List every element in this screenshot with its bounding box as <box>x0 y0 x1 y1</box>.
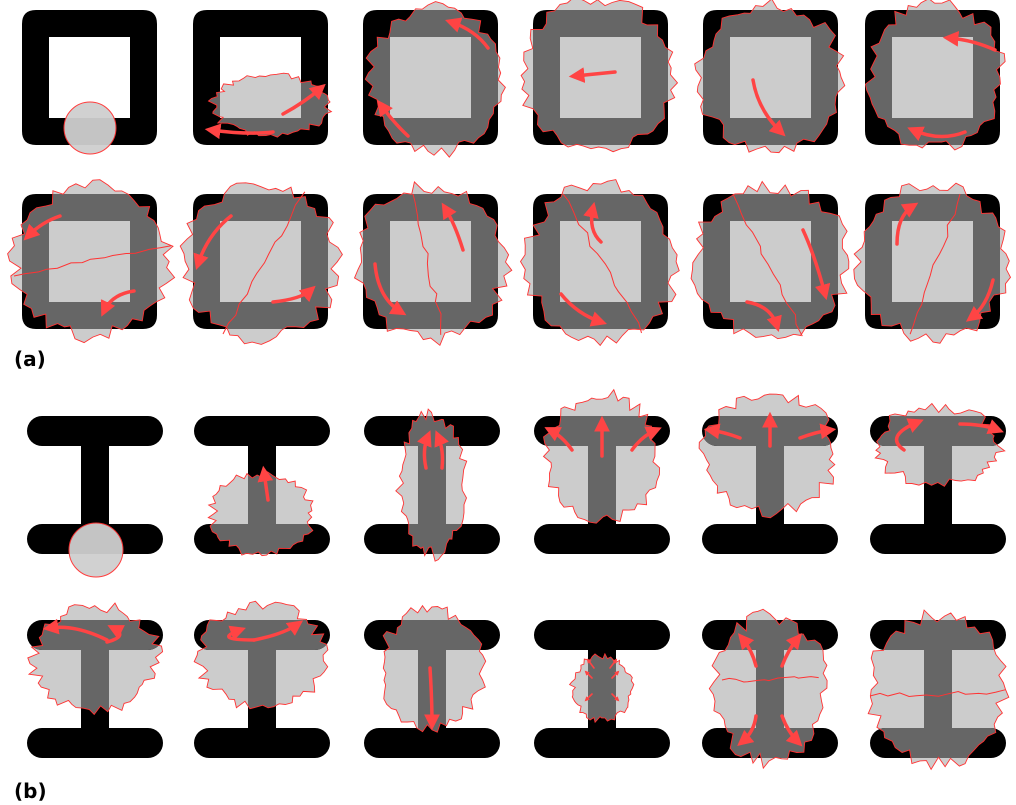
wet-web <box>924 648 952 730</box>
solid-top-flange <box>534 620 670 650</box>
frame-a-11 <box>691 182 849 339</box>
frame-a-2 <box>193 10 331 145</box>
frame-b-10 <box>534 620 670 758</box>
frame-a-7 <box>8 180 175 343</box>
filled-void <box>730 37 811 118</box>
solid-top-flange <box>194 416 330 446</box>
panel-a <box>8 0 1011 345</box>
filled-void <box>730 221 811 302</box>
frame-b-6 <box>870 404 1006 554</box>
source-droplet <box>64 102 116 154</box>
frame-b-9 <box>364 606 500 758</box>
frame-a-12 <box>854 183 1011 343</box>
panel-b <box>27 390 1009 770</box>
frame-b-3 <box>364 409 500 561</box>
solid-bottom-flange <box>534 524 670 554</box>
solid-top-flange <box>27 416 163 446</box>
frame-b-8 <box>194 601 330 758</box>
wet-web <box>756 648 784 730</box>
source-droplet <box>69 523 123 577</box>
frame-b-2 <box>194 416 330 556</box>
solid-bottom-flange <box>27 728 163 758</box>
frame-a-6 <box>865 0 1005 150</box>
filled-void <box>560 221 641 302</box>
frame-a-3 <box>363 2 505 158</box>
solid-bottom-flange <box>534 728 670 758</box>
solid-bottom-flange <box>194 728 330 758</box>
frame-a-9 <box>355 182 512 345</box>
filled-void <box>49 221 130 302</box>
panel-label-a: (a) <box>14 347 46 371</box>
frame-a-1 <box>22 10 157 154</box>
filled-void <box>892 221 973 302</box>
frame-b-5 <box>699 394 838 554</box>
filled-void <box>220 221 301 302</box>
frame-b-4 <box>534 390 670 554</box>
frame-a-8 <box>180 183 342 345</box>
panel-label-b: (b) <box>14 779 47 803</box>
frame-a-5 <box>695 0 845 153</box>
frame-a-4 <box>521 0 677 152</box>
solid-bottom-flange <box>364 728 500 758</box>
solid-bottom-flange <box>870 524 1006 554</box>
frame-b-12 <box>868 610 1009 769</box>
solid-web <box>81 444 109 526</box>
frame-b-1 <box>27 416 163 577</box>
frame-b-11 <box>702 609 838 768</box>
frame-b-7 <box>27 603 163 758</box>
flow-arrow <box>430 668 432 724</box>
filled-void <box>560 37 641 118</box>
solid-bottom-flange <box>702 524 838 554</box>
frame-a-10 <box>521 180 680 346</box>
